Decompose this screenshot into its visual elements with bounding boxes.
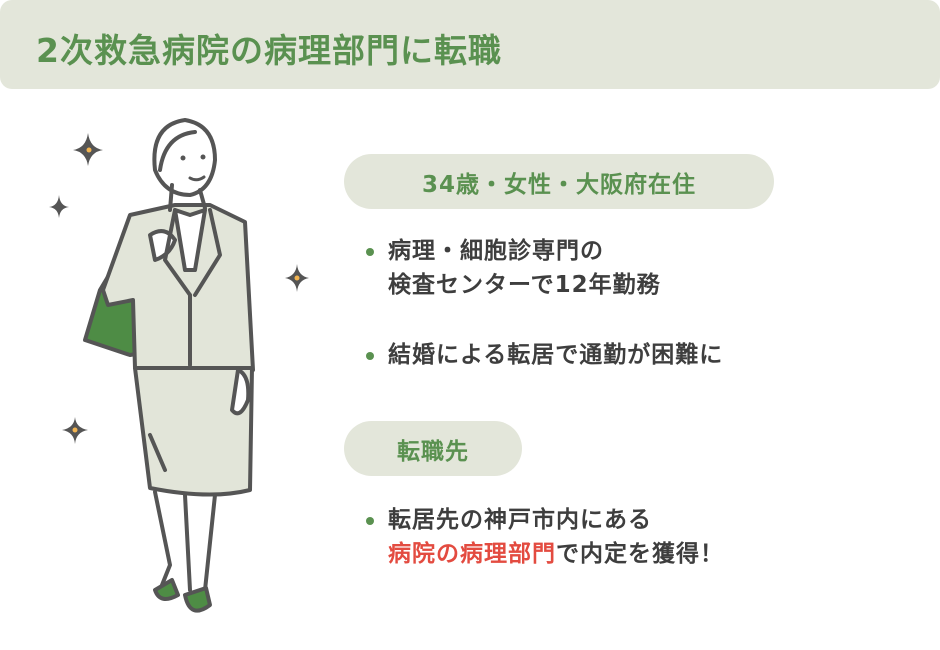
- sparkle-icon: [49, 133, 309, 444]
- businesswoman-illustration: [49, 118, 309, 613]
- face-features: [180, 154, 206, 182]
- destination-label: 転職先: [344, 421, 522, 476]
- highlight-text: 病院の病理部門: [388, 541, 556, 567]
- bullet-dot-icon: [366, 352, 374, 360]
- destination-bullet: 転居先の神戸市内にある 病院の病理部門で内定を獲得！: [366, 503, 724, 571]
- profile-bullet-reason: 結婚による転居で通勤が困難に: [366, 338, 723, 372]
- page-title: 2次救急病院の病理部門に転職: [36, 31, 502, 70]
- profile-bullet-career: 病理・細胞診専門の 検査センターで12年勤務: [366, 234, 661, 302]
- title-banner: 2次救急病院の病理部門に転職: [0, 0, 940, 89]
- bullet-dot-icon: [366, 517, 374, 525]
- profile-label: 34歳・女性・大阪府在住: [344, 154, 774, 209]
- bullet-dot-icon: [366, 248, 374, 256]
